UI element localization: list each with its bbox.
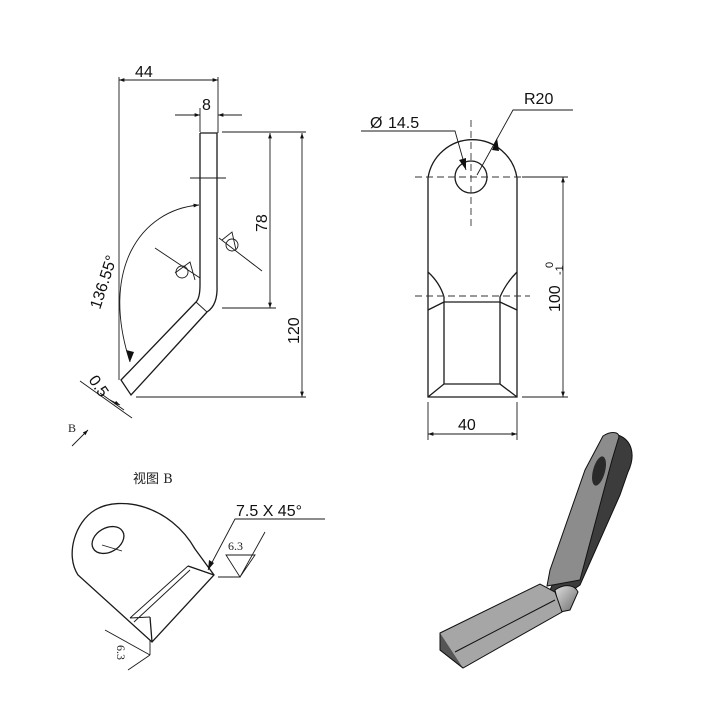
chamfer-label: 7.5 X 45° <box>236 503 302 520</box>
dim-tip-offset: 0.5 <box>85 373 112 401</box>
dim-bend-height: 78 <box>254 214 271 232</box>
roughness-2: 6.3 <box>114 645 128 660</box>
dim-width: 40 <box>458 417 476 434</box>
view-b: 视图 B 7.5 X 45° 6.3 6.3 <box>71 472 325 671</box>
iso-view <box>439 432 633 669</box>
dim-hole-diameter-symbol: Ø <box>370 115 382 132</box>
dim-thickness: 8 <box>202 97 211 114</box>
view-b-title: 视图 B <box>133 472 173 487</box>
view-b-arrow-label: B <box>68 421 76 435</box>
dim-width-overall: 44 <box>135 64 153 81</box>
dim-height-tol-upper: 0 <box>544 262 556 268</box>
roughness-1: 6.3 <box>228 539 243 553</box>
dim-hole-diameter: 14.5 <box>388 115 419 132</box>
dim-height-tol-lower: -1 <box>554 265 566 275</box>
dim-bend-angle: 136.55° <box>88 253 121 311</box>
side-view: 44 8 78 120 136.55° 0.5 B <box>68 64 306 447</box>
dim-height: 100 <box>547 285 564 312</box>
dim-radius: R20 <box>524 91 553 108</box>
front-view: Ø 14.5 R20 100 0 -1 40 <box>361 91 573 440</box>
dim-total-height: 120 <box>286 317 303 344</box>
